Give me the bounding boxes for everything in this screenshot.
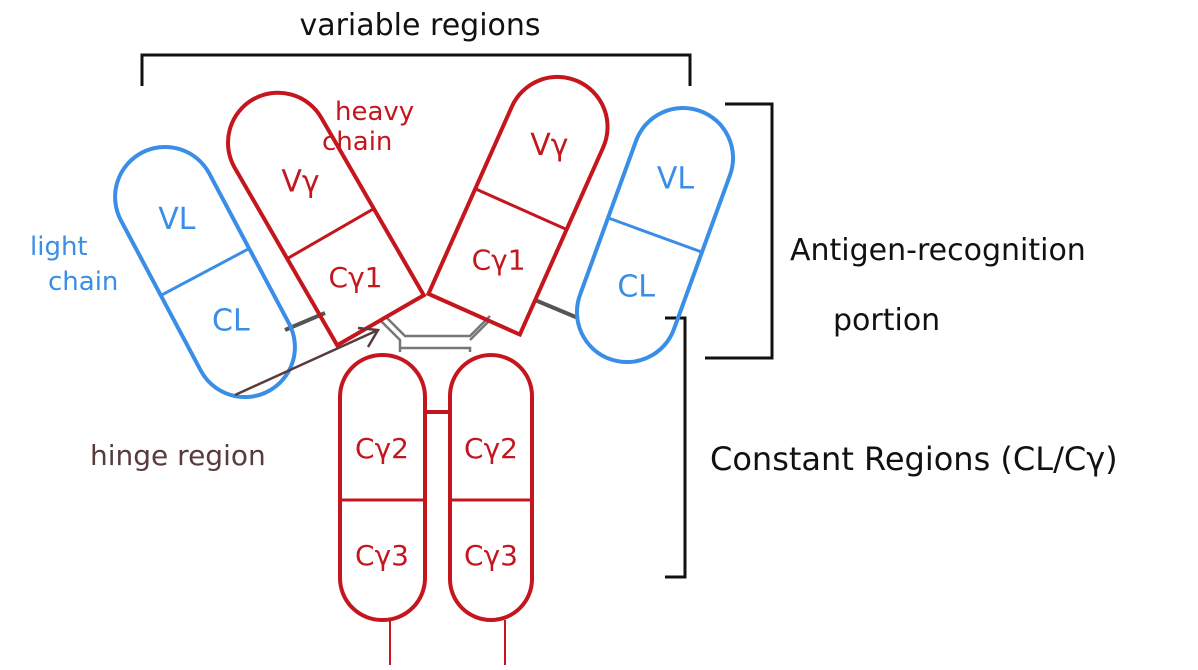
ch1-label-right: Cγ1 xyxy=(472,243,526,276)
constant-regions-bracket xyxy=(665,316,687,579)
ch2-label-right: Cγ2 xyxy=(464,432,518,465)
vh-label: Vγ xyxy=(281,165,319,200)
ch2-label-left: Cγ2 xyxy=(355,432,409,465)
left-heavy-chain: Vγ Cγ1 xyxy=(226,90,427,348)
ch3-label-left: Cγ3 xyxy=(355,539,409,572)
variable-regions-label: variable regions xyxy=(299,8,540,43)
hinge xyxy=(379,315,491,352)
light-chain-label-2: chain xyxy=(48,267,118,297)
vh-label-right: Vγ xyxy=(530,128,568,163)
vl-label-right: VL xyxy=(657,162,695,197)
right-heavy-chain: Vγ Cγ1 xyxy=(425,74,610,338)
light-heavy-link-right xyxy=(534,298,579,320)
heavy-chain-label-1: heavy xyxy=(335,97,414,127)
antigen-recognition-bracket xyxy=(705,102,774,360)
right-light-chain: VL CL xyxy=(574,105,736,365)
cl-label: CL xyxy=(212,304,250,339)
fc-left: Cγ2 Cγ3 xyxy=(338,353,427,665)
antigen-label-line1: Antigen-recognition xyxy=(790,233,1086,268)
heavy-chain-label-2: chain xyxy=(322,127,392,157)
constant-regions-label: Constant Regions (CL/Cγ) xyxy=(710,440,1118,478)
hinge-region-label: hinge region xyxy=(90,439,266,472)
hinge-arrow xyxy=(234,326,381,397)
ch3-label-right: Cγ3 xyxy=(464,539,518,572)
fc-right: Cγ2 Cγ3 xyxy=(448,353,534,665)
cl-label-right: CL xyxy=(617,270,655,305)
antigen-label-line2: portion xyxy=(833,303,940,338)
variable-regions-bracket xyxy=(140,53,692,86)
vl-label: VL xyxy=(158,202,196,237)
left-light-chain: VL CL xyxy=(113,144,297,400)
light-chain-label-1: light xyxy=(30,232,88,262)
ch1-label: Cγ1 xyxy=(329,261,383,294)
